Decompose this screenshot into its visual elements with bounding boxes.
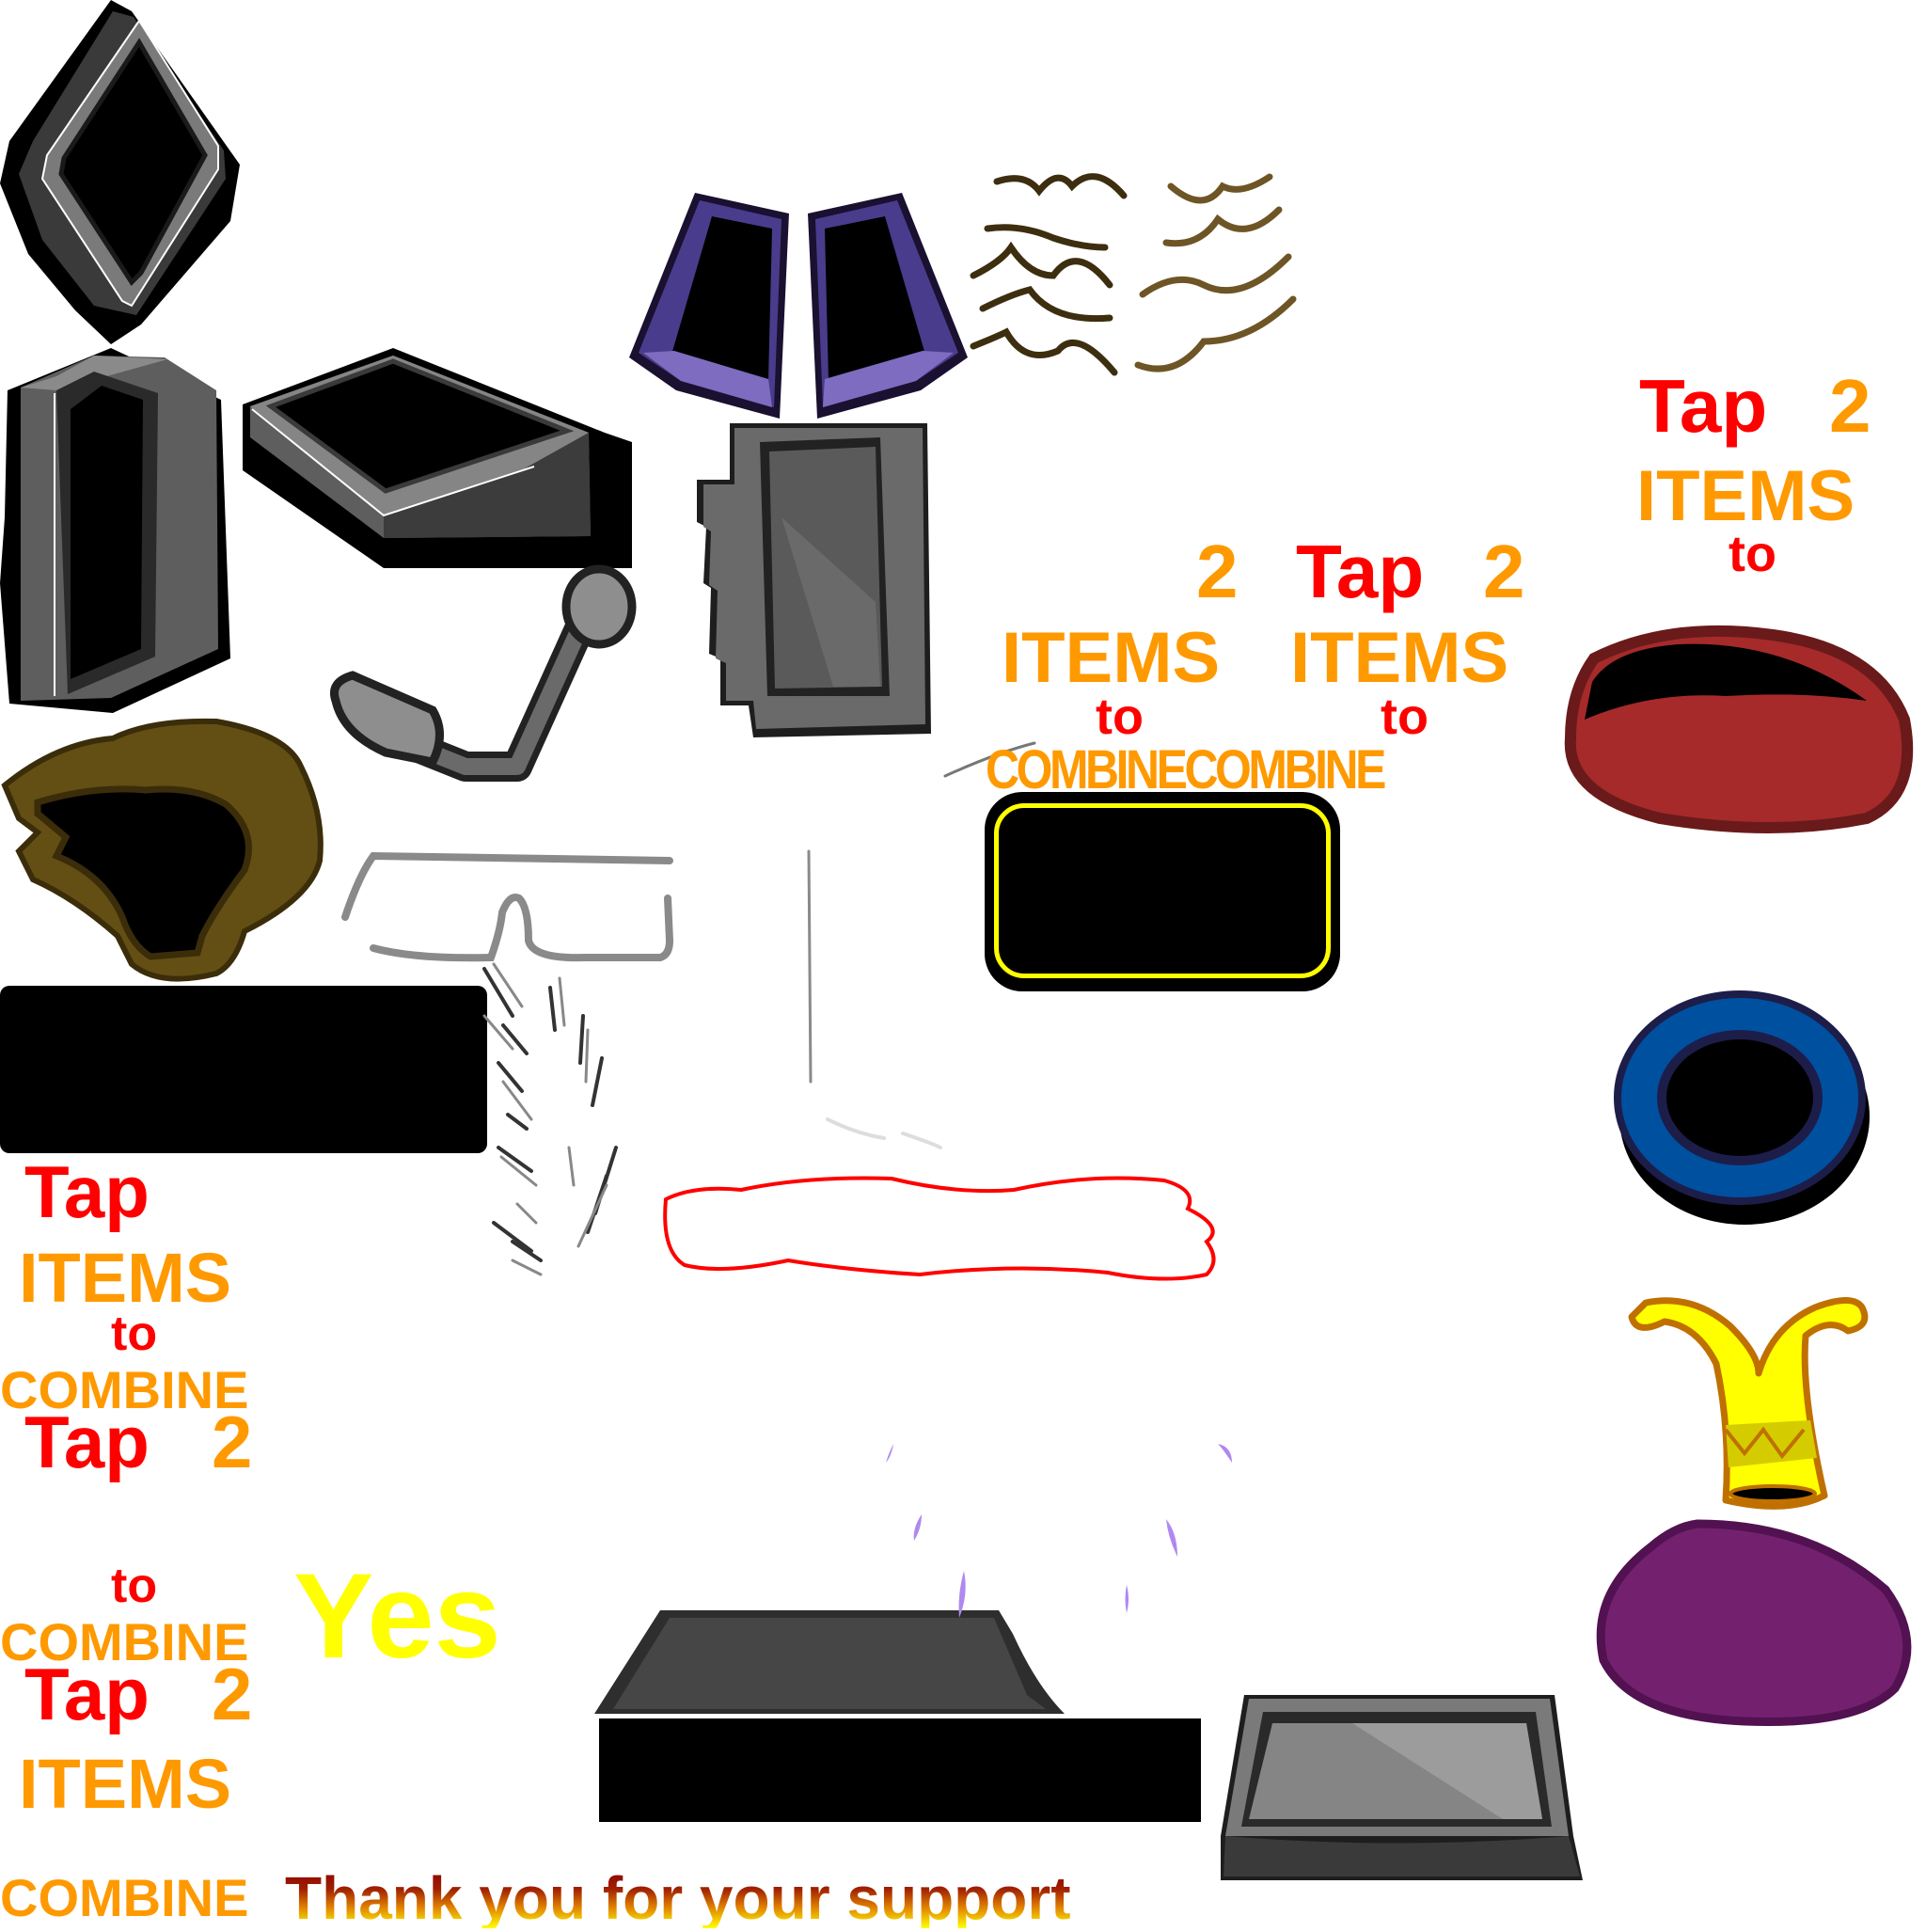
label-items: ITEMS [1290, 618, 1509, 698]
label-to: to [1729, 526, 1776, 582]
gray-tray [1221, 1695, 1583, 1880]
brown-wave-strokes [969, 167, 1326, 382]
label-to: to [111, 1306, 158, 1361]
label-tap: Tap [24, 1653, 150, 1735]
label-items: ITEMS [19, 1745, 232, 1823]
label-to: to [111, 1559, 158, 1613]
label-two: 2 [1483, 530, 1525, 613]
periscope-crank [324, 564, 696, 800]
label-to: to [1381, 689, 1429, 745]
label-two: 2 [212, 1653, 253, 1735]
safety-glasses-outline [340, 837, 703, 969]
gray-door-frame [692, 423, 931, 737]
trapdoor-box [594, 1610, 1217, 1822]
diamond-window-frame [0, 0, 250, 344]
blue-ring-hole [1608, 990, 1871, 1230]
red-outline-blob [656, 1171, 1244, 1289]
red-beanie-hat [1556, 625, 1914, 833]
label-tap: Tap [24, 1401, 150, 1483]
feather-strokes [475, 959, 644, 1279]
purple-blob [1594, 1519, 1916, 1731]
label-items: ITEMS [1002, 618, 1221, 698]
tall-window-frame [0, 348, 231, 713]
label-two: 2 [1196, 530, 1239, 613]
label-two: 2 [1829, 364, 1871, 448]
label-yes: Yes [293, 1549, 501, 1684]
brown-helmet [0, 710, 324, 983]
label-items: ITEMS [19, 1239, 232, 1317]
label-to: to [1096, 689, 1144, 745]
label-combine: COMBINE [0, 1868, 249, 1927]
thin-gray-strokes [799, 734, 1157, 1149]
yellow-bordered-black-panel [985, 792, 1340, 991]
label-combine: COMBINE [0, 1612, 249, 1671]
lavender-drops [875, 1439, 1326, 1627]
label-tap: Tap [24, 1150, 150, 1233]
label-thanks: Thank you for your support [285, 1864, 1071, 1932]
jester-hat [1618, 1289, 1876, 1524]
label-tap: Tap [1639, 364, 1768, 448]
slanted-window-frame [243, 348, 632, 568]
purple-window-panes [629, 193, 968, 419]
label-combine: COMBINECOMBINE [986, 739, 1386, 800]
black-bar [0, 986, 487, 1153]
label-two: 2 [212, 1401, 253, 1483]
label-items: ITEMS [1636, 456, 1855, 536]
label-tap: Tap [1296, 530, 1425, 613]
label-combine: COMBINE [0, 1360, 249, 1419]
